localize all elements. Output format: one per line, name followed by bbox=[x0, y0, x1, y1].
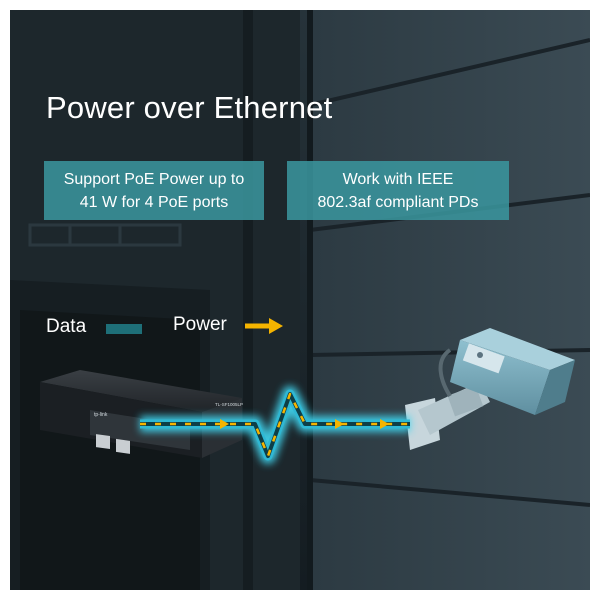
poe-illustration: tp-link TL-SF1005LP bbox=[40, 328, 575, 464]
feature-line: Support PoE Power up to bbox=[63, 170, 245, 188]
switch-model-text: TL-SF1005LP bbox=[215, 402, 243, 407]
feature-line: 41 W for 4 PoE ports bbox=[79, 193, 229, 211]
legend-power-label: Power bbox=[173, 314, 227, 335]
page-title: Power over Ethernet bbox=[46, 90, 333, 125]
switch-icon: tp-link TL-SF1005LP bbox=[40, 370, 243, 458]
feature-callout-ieee: Work with IEEE 802.3af compliant PDs bbox=[287, 161, 509, 220]
lightning-cable-icon bbox=[140, 386, 410, 464]
switch-brand-text: tp-link bbox=[94, 412, 108, 418]
power-arrow-icon bbox=[245, 318, 283, 334]
feature-callout-power: Support PoE Power up to 41 W for 4 PoE p… bbox=[44, 161, 264, 220]
product-scene: Power over Ethernet Support PoE Power up… bbox=[10, 10, 590, 590]
legend-data-swatch bbox=[106, 324, 142, 334]
feature-line: Work with IEEE bbox=[342, 170, 454, 188]
camera-icon bbox=[405, 328, 575, 450]
legend-data-label: Data bbox=[46, 316, 87, 337]
feature-line: 802.3af compliant PDs bbox=[317, 193, 479, 211]
